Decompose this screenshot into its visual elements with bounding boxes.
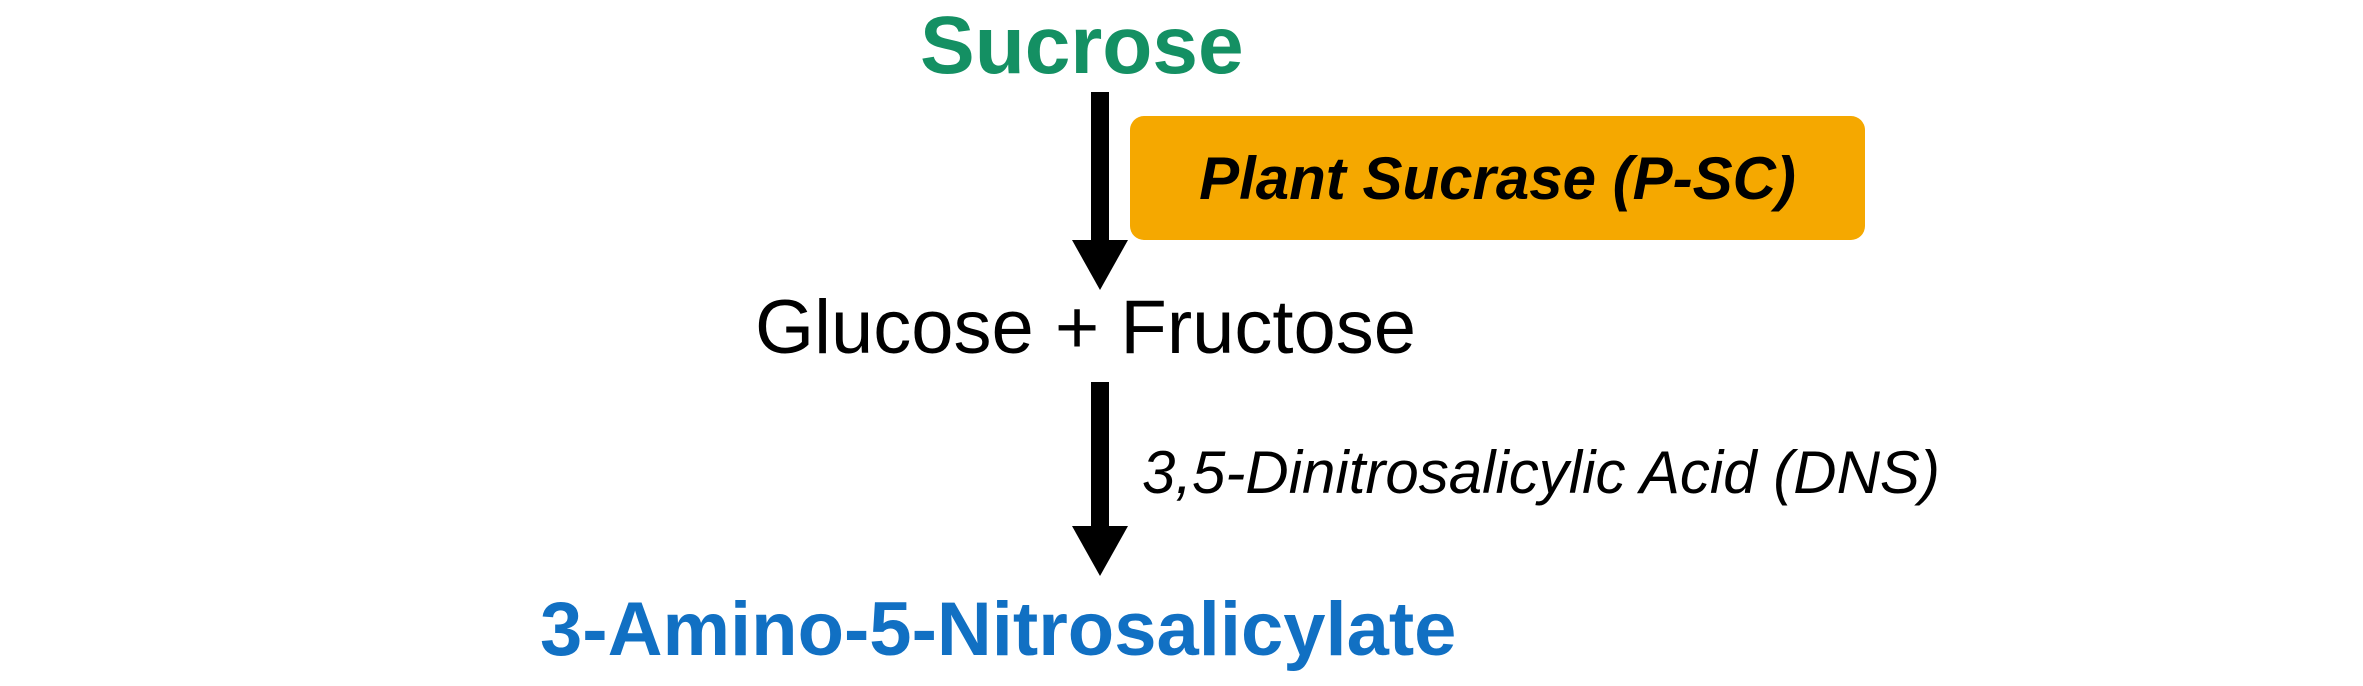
arrow-step-1	[1072, 92, 1128, 290]
intermediate-label: Glucose + Fructose	[755, 285, 1417, 370]
reagent-label: 3,5-Dinitrosalicylic Acid (DNS)	[1142, 439, 1940, 506]
enzyme-label: Plant Sucrase (P-SC)	[1199, 144, 1796, 212]
arrow-2-head	[1072, 526, 1128, 576]
arrow-1-head	[1072, 240, 1128, 290]
arrow-step-2	[1072, 382, 1128, 576]
enzyme-box: Plant Sucrase (P-SC)	[1130, 116, 1865, 240]
product-label: 3-Amino-5-Nitrosalicylate	[540, 587, 1457, 672]
substrate-label: Sucrose	[920, 0, 1244, 91]
